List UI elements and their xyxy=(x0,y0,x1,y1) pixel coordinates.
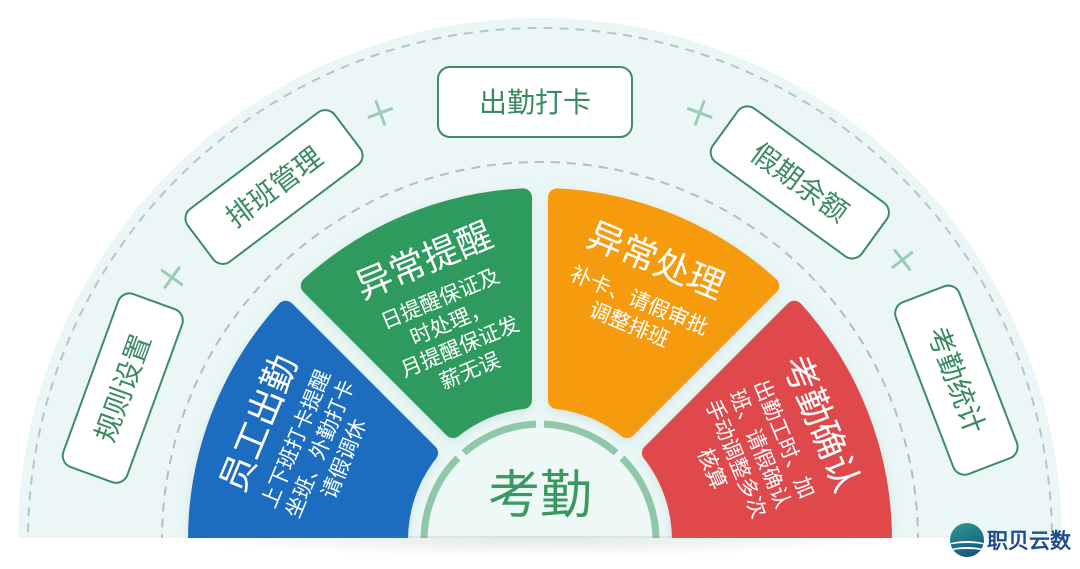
plus-icon xyxy=(686,100,713,126)
label-text: 出勤打卡 xyxy=(479,86,591,119)
petal-text-employee-attendance: 员工出勤 上下班打卡提醒 坐班、外勤打卡 请假调休 xyxy=(213,349,371,521)
center-label: 考勤 xyxy=(488,466,592,526)
plus-icon xyxy=(160,266,184,289)
plus-icon xyxy=(891,248,914,271)
brand-logo: 职贝云数 xyxy=(950,522,1071,558)
bottom-shadow xyxy=(180,536,900,558)
label-rule-settings[interactable]: 规则设置 xyxy=(59,290,186,486)
brand-name: 职贝云数 xyxy=(987,529,1071,553)
inner-dashed-circle xyxy=(161,161,919,538)
petal-attendance-confirm[interactable] xyxy=(642,300,892,560)
center-ring xyxy=(420,420,660,538)
petal-employee-attendance[interactable] xyxy=(188,300,438,560)
center-hub xyxy=(426,426,654,538)
wave-logo-icon xyxy=(950,523,984,557)
petal-anomaly-reminder[interactable] xyxy=(300,188,532,438)
petal-text-anomaly-reminder: 异常提醒 日提醒保证及 时处理， 月提醒保证发 薪无误 xyxy=(350,215,523,394)
label-clock-in[interactable]: 出勤打卡 xyxy=(437,66,633,138)
plus-icon xyxy=(367,100,394,126)
petal-anomaly-handling[interactable] xyxy=(548,188,780,438)
